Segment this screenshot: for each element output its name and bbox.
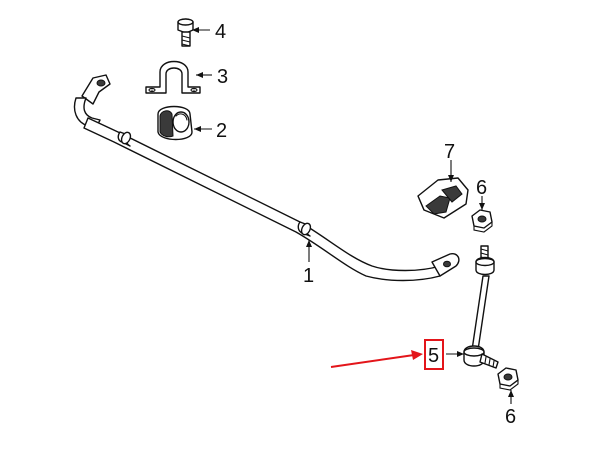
callout-5-highlight-box: [424, 339, 444, 370]
nut-part-6-lower: [497, 367, 519, 391]
highlight-arrow: [330, 350, 423, 368]
leader-6-lower: [508, 390, 514, 404]
bushing-part-2: [157, 105, 193, 141]
leader-7: [448, 160, 454, 182]
stabilizer-bar-part-1: [73, 74, 460, 282]
nut-part-6-upper: [471, 209, 493, 233]
callout-6-lower: 6: [505, 406, 516, 428]
callout-6-upper: 6: [476, 177, 487, 199]
callout-3: 3: [217, 66, 228, 88]
callout-1: 1: [303, 265, 314, 287]
callout-2: 2: [216, 120, 227, 142]
stabilizer-link-part-5: [463, 245, 499, 369]
clamp-bracket-part-3: [145, 60, 201, 94]
leader-1: [306, 240, 312, 262]
leader-5: [446, 351, 464, 357]
callout-7: 7: [444, 141, 455, 163]
callout-5: 5: [428, 345, 439, 367]
callout-4: 4: [215, 21, 226, 43]
bracket-block-part-7: [417, 177, 469, 219]
leader-3: [196, 72, 212, 78]
leader-6-upper: [479, 196, 485, 210]
bolt-part-4: [177, 18, 194, 47]
leader-4: [192, 27, 210, 33]
leader-2: [194, 126, 212, 132]
